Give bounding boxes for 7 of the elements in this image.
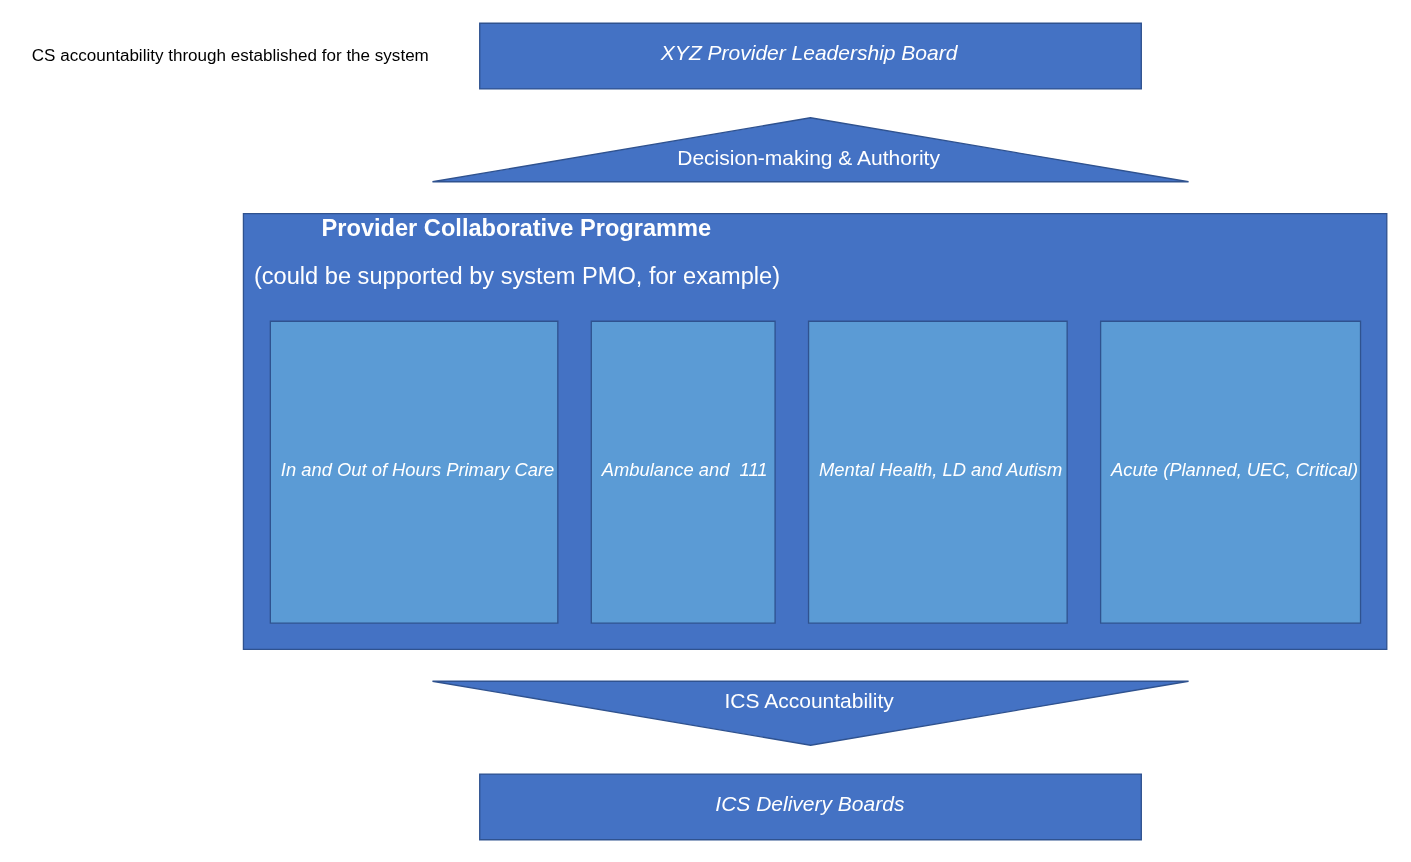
node-box: Acute (Planned, UEC, Critical) <box>1099 320 1362 624</box>
node-box: XYZ Provider Leadership Board <box>479 22 1142 90</box>
node-box: In and Out of Hours Primary Care <box>269 320 559 624</box>
node-box: ICS Delivery Boards <box>479 772 1142 840</box>
node-box: Mental Health, LD and Autism <box>807 320 1068 624</box>
node-box: Ambulance and 111 <box>590 320 776 624</box>
label: CS accountability through established for the system <box>31 45 429 65</box>
